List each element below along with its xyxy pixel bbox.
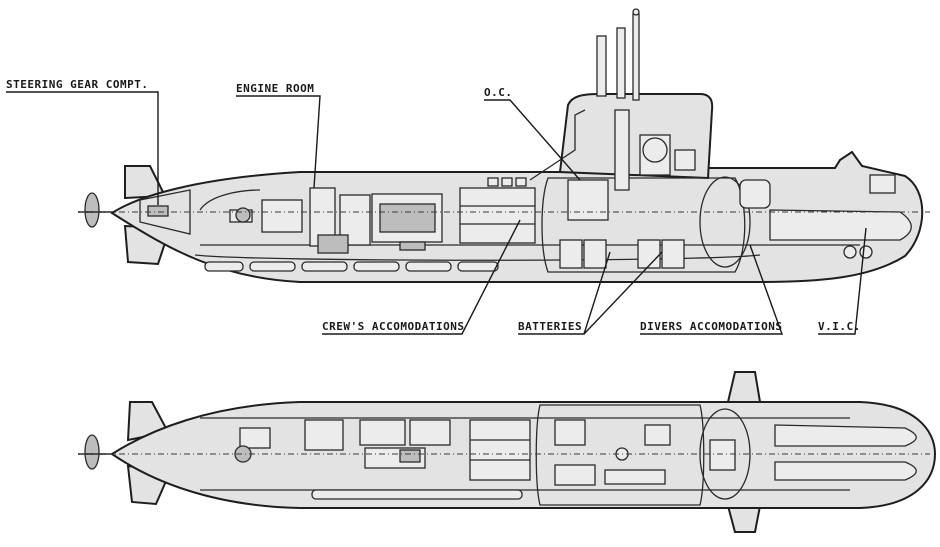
label-divers-text: DIVERS ACCOMODATIONS [640, 320, 782, 333]
label-vic-text: V.I.C. [818, 320, 861, 333]
side-steering-compartment [139, 189, 191, 235]
label-crews: CREW'S ACCOMODATIONS [322, 219, 521, 335]
side-vic [769, 174, 912, 259]
plan-divers-lockout [699, 408, 751, 500]
plan-vic-pair [774, 424, 917, 481]
plan-control-room [554, 419, 671, 486]
label-engine-room-text: ENGINE ROOM [236, 82, 314, 95]
side-sail [558, 93, 714, 180]
side-mast-2 [616, 27, 626, 99]
label-divers: DIVERS ACCOMODATIONS [640, 244, 783, 335]
plan-upper-hydroplane [726, 371, 762, 403]
side-crew-accommodation [459, 177, 536, 244]
label-crews-text: CREW'S ACCOMODATIONS [322, 320, 464, 333]
side-view [78, 8, 930, 283]
plan-engine-room [234, 419, 451, 469]
side-mast-1 [596, 35, 607, 97]
label-vic: V.I.C. [818, 227, 867, 335]
side-divers-lockout [699, 176, 771, 268]
plan-view [78, 371, 937, 533]
plan-lower-hydroplane [726, 505, 762, 533]
side-control-room [529, 109, 696, 221]
side-batteries [559, 239, 685, 269]
side-engine-room [199, 187, 443, 254]
label-steering-gear-text: STEERING GEAR COMPT. [6, 78, 148, 91]
plan-crew-accommodation [469, 419, 531, 481]
label-oc: O.C. [484, 86, 581, 181]
side-keel-tanks [204, 261, 499, 272]
label-batteries: BATTERIES [518, 251, 663, 335]
label-oc-text: O.C. [484, 86, 513, 99]
label-steering-gear: STEERING GEAR COMPT. [6, 78, 159, 205]
side-mast-3 [632, 13, 640, 101]
label-batteries-text: BATTERIES [518, 320, 582, 333]
label-engine-room: ENGINE ROOM [236, 82, 321, 189]
